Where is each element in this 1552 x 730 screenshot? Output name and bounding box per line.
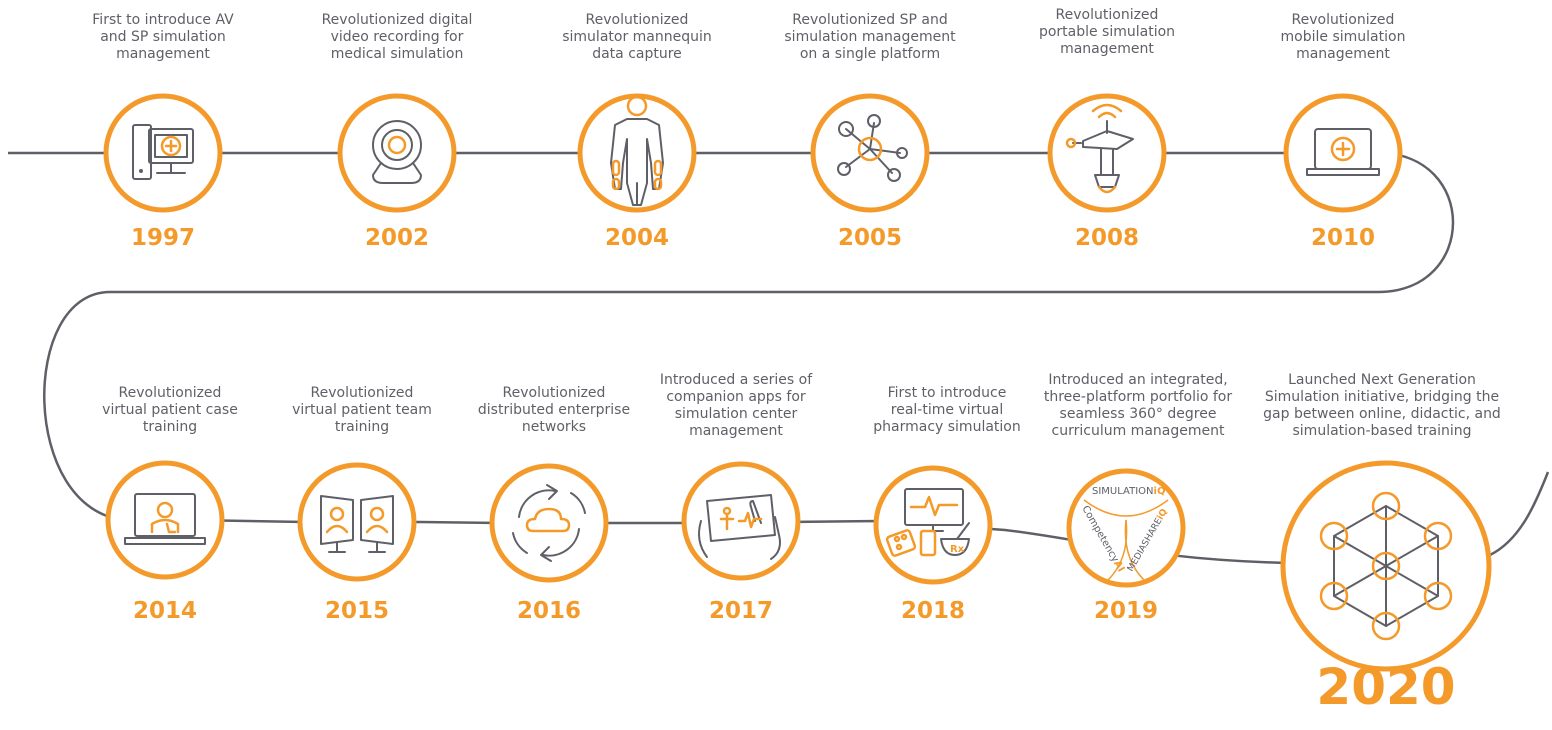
milestone-2018-description: First to introduce real-time virtual pha… [873, 385, 1021, 435]
webcam-icon [372, 120, 422, 184]
milestone-2010-description: Revolutionized mobile simulation managem… [1280, 12, 1406, 62]
milestone-2016-icon-group [489, 463, 609, 583]
milestone-2010-icon-group [1283, 93, 1403, 213]
network-nodes-icon [837, 114, 908, 182]
portable-camera-icon [1065, 103, 1134, 194]
milestone-2002-description: Revolutionized digital video recording f… [321, 12, 473, 62]
milestone-2015-year: 2015 [324, 598, 389, 624]
milestone-2018-icon-group: Rx [873, 465, 993, 585]
milestone-2018-year: 2018 [900, 598, 965, 624]
milestone-2020-description: Launched Next Generation Simulation init… [1263, 372, 1501, 439]
milestone-2020-icon-group [1280, 460, 1492, 672]
svg-text:Rx: Rx [950, 544, 965, 555]
milestone-2017-description: Introduced a series of companion apps fo… [659, 372, 813, 439]
hexagon-network-icon [1319, 491, 1453, 641]
milestone-2004-year: 2004 [604, 225, 669, 251]
milestone-2005-icon-group [810, 93, 930, 213]
simulation-iq-logo: SIMULATIONiQ [1092, 486, 1165, 497]
milestone-2010-year: 2010 [1310, 225, 1375, 251]
milestone-2014-icon-group [105, 460, 225, 580]
milestone-2019-icon-group: SIMULATIONiQ CompetencyAI MEDIASHAREiQ [1066, 468, 1186, 588]
milestone-2019-description: Introduced an integrated, three-platform… [1043, 372, 1233, 439]
milestone-2002-icon-group [337, 93, 457, 213]
milestone-2015-description: Revolutionized virtual patient team trai… [292, 385, 432, 435]
milestone-2008-icon-group [1047, 93, 1167, 213]
desktop-computer-icon [132, 124, 194, 180]
milestone-2017-year: 2017 [708, 598, 773, 624]
dual-monitor-team-icon [320, 495, 394, 553]
milestone-1997-year: 1997 [130, 225, 195, 251]
milestone-2016-description: Revolutionized distributed enterprise ne… [477, 385, 631, 435]
milestone-2015-icon-group [297, 462, 417, 582]
milestone-2004-description: Revolutionized simulator mannequin data … [562, 12, 712, 62]
virtual-patient-laptop-icon [124, 493, 206, 545]
milestone-2004-icon-group [577, 93, 697, 213]
milestone-2005-year: 2005 [837, 225, 902, 251]
milestone-2017-icon-group [681, 461, 801, 581]
milestone-1997-description: First to introduce AV and SP simulation … [92, 12, 234, 62]
milestone-2020-year: 2020 [1316, 658, 1456, 716]
milestone-2008-description: Revolutionized portable simulation manag… [1038, 7, 1176, 57]
milestone-2008-year: 2008 [1074, 225, 1139, 251]
milestone-2005-description: Revolutionized SP and simulation managem… [784, 12, 956, 62]
tablet-app-icon [698, 494, 781, 560]
pharmacy-icon: Rx [885, 488, 970, 557]
milestone-2019-year: 2019 [1093, 598, 1158, 624]
milestone-2014-year: 2014 [132, 598, 197, 624]
milestone-1997-icon-group [103, 93, 223, 213]
mannequin-icon [610, 95, 664, 206]
cloud-sync-icon [512, 484, 586, 562]
milestone-2016-year: 2016 [516, 598, 581, 624]
laptop-icon [1306, 128, 1380, 176]
milestone-2014-description: Revolutionized virtual patient case trai… [102, 385, 238, 435]
milestone-2002-year: 2002 [364, 225, 429, 251]
